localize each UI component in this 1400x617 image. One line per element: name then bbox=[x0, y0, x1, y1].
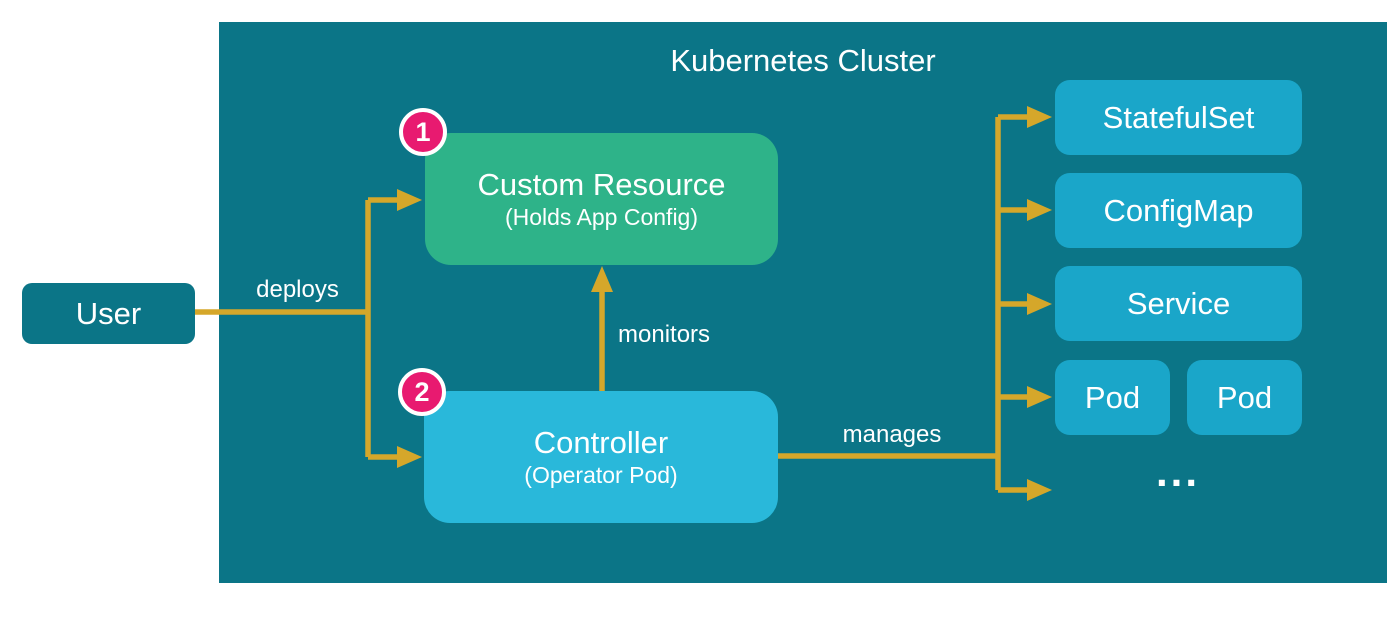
resource-ellipsis: ... bbox=[1155, 448, 1200, 495]
deploys-arrowhead-controller-icon bbox=[397, 446, 422, 468]
deploys-connector bbox=[195, 189, 422, 468]
resource-statefulset: StatefulSet bbox=[1055, 80, 1302, 155]
controller-title: Controller bbox=[533, 425, 669, 460]
controller-subtitle: (Operator Pod) bbox=[524, 462, 678, 488]
edge-label-manages: manages bbox=[842, 421, 942, 448]
user-node: User bbox=[22, 283, 195, 344]
step-badge-1: 1 bbox=[399, 108, 447, 156]
manages-arrowhead-pod-icon bbox=[1027, 386, 1052, 408]
edge-label-monitors: monitors bbox=[618, 321, 711, 348]
edge-label-deploys: deploys bbox=[256, 276, 339, 303]
monitors-connector bbox=[591, 266, 613, 391]
manages-arrowhead-ellipsis-icon bbox=[1027, 479, 1052, 501]
cluster-title: Kubernetes Cluster bbox=[670, 43, 936, 78]
deploys-arrowhead-custom-resource-icon bbox=[397, 189, 422, 211]
resource-service: Service bbox=[1055, 266, 1302, 341]
custom-resource-subtitle: (Holds App Config) bbox=[504, 204, 699, 230]
manages-arrowhead-service-icon bbox=[1027, 293, 1052, 315]
resource-pod-2: Pod bbox=[1187, 360, 1302, 435]
manages-connector bbox=[778, 106, 1052, 501]
user-label: User bbox=[75, 295, 142, 331]
resource-configmap: ConfigMap bbox=[1055, 173, 1302, 248]
step-badge-2: 2 bbox=[398, 368, 446, 416]
resource-pod-1: Pod bbox=[1055, 360, 1170, 435]
custom-resource-node: Custom Resource (Holds App Config) bbox=[425, 133, 778, 265]
manages-arrowhead-configmap-icon bbox=[1027, 199, 1052, 221]
custom-resource-title: Custom Resource bbox=[477, 167, 726, 202]
manages-arrowhead-statefulset-icon bbox=[1027, 106, 1052, 128]
controller-node: Controller (Operator Pod) bbox=[424, 391, 778, 523]
monitors-arrowhead-icon bbox=[591, 266, 613, 292]
